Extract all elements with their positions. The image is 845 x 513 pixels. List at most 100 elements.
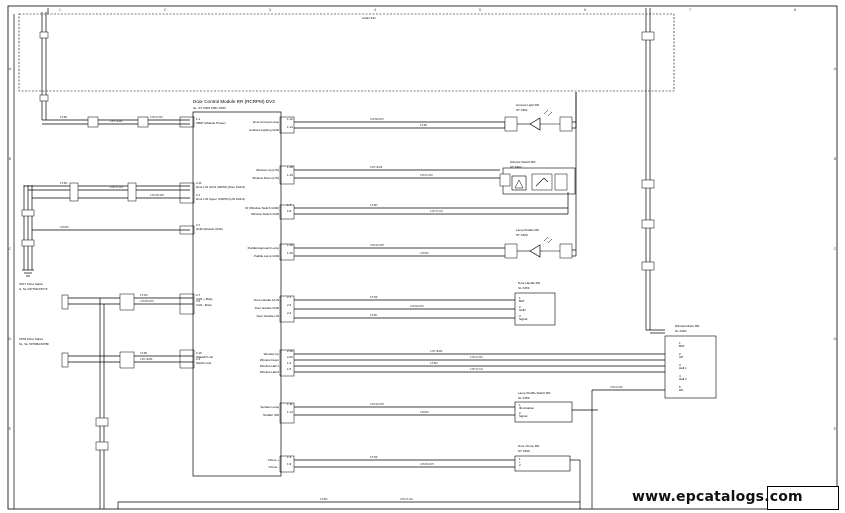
splice-connectors: [95, 293, 135, 451]
dcm-left-pin-label: Door LIN Upper (CRPM) (LIN FAILS): [196, 197, 245, 201]
grid-letter-left: E: [9, 426, 12, 431]
grid-marks: AABBCCDDEEFF12345678: [9, 7, 837, 431]
dcm-right-pin-label: Puddle/Approach Lamp: [248, 246, 280, 250]
door-handle-pin-id: 2: [519, 305, 521, 309]
dcm-left-pin-id: 2.4: [196, 357, 201, 361]
dcm-right-pin-label: Window Hall 1: [260, 364, 280, 368]
dcm-right-pin-label: Shuffler SW: [263, 413, 279, 417]
dcm-right-pin-id: 2.1: [287, 295, 292, 299]
door-chime-pin-id: 2: [519, 463, 521, 467]
wire-label: 0.5 BK: [420, 124, 428, 127]
dcm-right-pin-label: Window Up: [264, 352, 280, 356]
dcm-right-pin-label: Door Handle GND: [255, 306, 280, 310]
grid-number-top: 2: [164, 7, 167, 12]
splice-1-title: X977 Inline Splice: [19, 282, 43, 286]
wire-label: 0.35 VT-GN: [470, 368, 483, 371]
wire-label: 0.35 VT-GN: [400, 498, 413, 501]
wire-label: 0.5 BN: [320, 498, 328, 501]
lamp-shuffle-sub: SL X459: [518, 396, 530, 400]
module-output-wires: [117, 92, 665, 509]
door-control-module: [192, 111, 282, 477]
dcm-right-pin-id: 1.12: [287, 117, 293, 121]
dcm-right-pin-label: Window Down: [260, 358, 280, 362]
door-handle-pin-id: 3: [519, 314, 521, 318]
wire-label: 0.35 GY-BU: [470, 356, 483, 359]
door-handle-title: Door Handle RR: [518, 281, 541, 285]
door-handle-pin-label: GND: [519, 308, 527, 312]
wire-label: 0.35 GN-WH: [370, 244, 384, 247]
dcm-left-pin-label: CAN - Body: [196, 303, 212, 307]
door-module-sections: [179, 116, 295, 473]
door-chime: Door Chime RR ST X459 1+2-: [514, 444, 571, 472]
lamp-shuffle-title: Lamp Shuffle Switch RR: [518, 391, 551, 395]
grid-number-top: 1: [59, 7, 62, 12]
dcm-right-pin-label: Chime +: [268, 458, 280, 462]
grid-number-top: 3: [269, 7, 272, 12]
dcm-right-pin-label: Door Handle 1/LIN: [254, 298, 279, 302]
grid-letter-right: D: [834, 336, 837, 341]
dcm-right-pin-id: 1.19: [287, 173, 293, 177]
dcm-right-pin-id: 1.16: [287, 251, 293, 255]
dcm-right-pin-label: Surface Lamp: [260, 405, 279, 409]
wire-label: 0.5 BK: [60, 116, 68, 119]
dcm-right-pin-id: 1.9: [287, 462, 292, 466]
armrest-light: Armrest Light RR ST X461: [504, 103, 573, 132]
door-handle-pin-id: 1: [519, 296, 521, 300]
wire-labels: 0.35 BU-WH 0.5 BK 0.35 YE-BK 0.35 GY-BU 0.5 …: [60, 116, 623, 501]
grid-letter-right: B: [834, 156, 837, 161]
wire-label: 0.5 BK: [370, 314, 378, 317]
wire-label: 0.35 YE-BK: [370, 166, 383, 169]
wire-label: 0.5 BK: [140, 352, 148, 355]
lamp-puddle-sub: ST X460: [516, 233, 528, 237]
dcm-right-pin-id: 1.4: [287, 361, 292, 365]
wire-label: 0.35 YE-BK: [430, 350, 443, 353]
window-motor-title: Window Motor RR: [675, 324, 700, 328]
grid-letter-left: C: [9, 246, 12, 251]
window-motor-pin-label: DN: [679, 388, 683, 392]
window-switch: Window Switch RR ST X462: [499, 160, 576, 195]
inline-splices: X977 Inline Splice H, SL X977MAX977F X97…: [19, 282, 69, 368]
dcm-right-pin-label: Window Switch GND: [251, 212, 280, 216]
window-motor-pin-label: BAT: [679, 344, 685, 348]
dcm-left-pin-label: Wake/D Link: [196, 355, 213, 359]
wire-label: 0.35 YE-BK: [110, 120, 123, 123]
window-motor-pin-label: UP: [679, 355, 683, 359]
grid-number-top: 7: [689, 7, 692, 12]
dcm-right-pin-label: Door Armrest Lamp: [253, 120, 279, 124]
lamp-shuffle-pin-id: 1: [519, 403, 521, 407]
door-chime-title: Door Chime RR: [518, 444, 540, 448]
wire-label: 0.5 BN: [430, 362, 438, 365]
door-chime-pin-label: +: [519, 460, 521, 464]
lamp-shuffle-pin-label: Illumination: [519, 406, 535, 410]
dcm-right-pin-id: 2.20: [287, 355, 293, 359]
door-module-subtitle: SL, ST X003 X051 X053: [193, 106, 226, 110]
window-switch-title: Window Switch RR: [510, 160, 536, 164]
wire-label: 0.35 BU: [420, 252, 429, 255]
dcm-right-pin-id: 2.4: [287, 311, 292, 315]
dcm-left-pin-id: 2.11: [196, 181, 202, 185]
dcm-right-pin-id: 1.13: [287, 410, 293, 414]
window-motor-pin-id: 1: [679, 341, 681, 345]
wire-label: 0.35 BU-WH: [140, 300, 154, 303]
dcm-left-pin-label: GND (Module GND): [196, 227, 223, 231]
grid-number-top: 8: [794, 7, 797, 12]
rail-connectors: [21, 31, 655, 271]
dcm-right-pin-id: 1.3: [287, 455, 292, 459]
dcm-right-pin-id: 1.15: [287, 243, 293, 247]
window-motor-pin-label: Hall 2: [679, 377, 687, 381]
splice-wires: [66, 297, 193, 509]
lamp-puddle: Lamp Puddle RR ST X460: [504, 228, 573, 259]
wire-label: 0.35 GY-BU: [420, 174, 433, 177]
wire-label: 0.35 GN-WH: [370, 403, 384, 406]
watermark-text[interactable]: www.epcatalogs.com: [632, 489, 803, 505]
grid-letter-right: A: [834, 66, 837, 71]
lamp-puddle-title: Lamp Puddle RR: [516, 228, 540, 232]
grid-letter-left: B: [9, 156, 12, 161]
door-handle-pin-label: BAT: [519, 299, 525, 303]
window-motor-pin-id: 3: [679, 363, 681, 367]
wire-label: 0.5 BN: [370, 204, 378, 207]
dcm-right-pin-label: Chime -: [268, 465, 279, 469]
armrest-light-title: Armrest Light RR: [516, 103, 540, 107]
